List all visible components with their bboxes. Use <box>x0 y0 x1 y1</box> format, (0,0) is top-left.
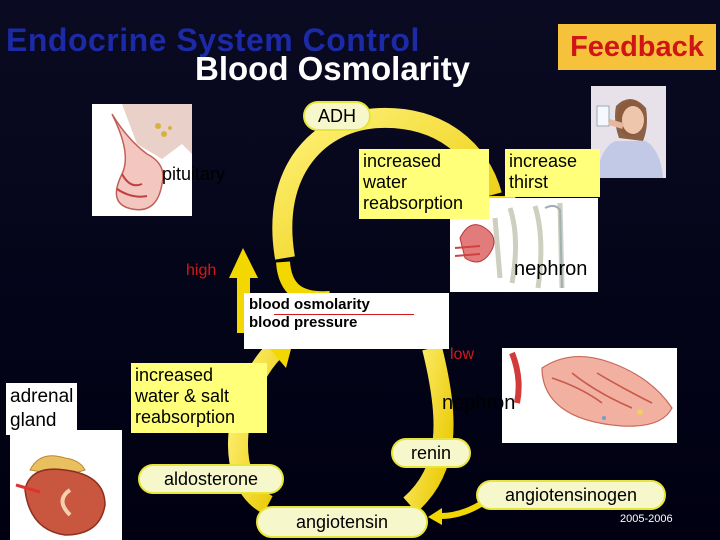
adh-label: ADH <box>303 101 371 131</box>
high-arrowhead <box>229 248 258 278</box>
pituitary-label: pituitary <box>162 164 225 185</box>
angiotensinogen-arrowhead <box>428 508 442 525</box>
center-underline <box>274 314 414 315</box>
increase-thirst-box: increase thirst <box>505 149 600 197</box>
woman-drinking-photo <box>591 86 666 178</box>
slide-title-overlay: Endocrine System Control <box>6 22 420 58</box>
blood-osmolarity-box: blood osmolarity blood pressure <box>244 293 449 349</box>
low-label: low <box>450 346 475 363</box>
water-reabsorption-box: increased water reabsorption <box>359 149 489 219</box>
high-label: high <box>186 262 217 279</box>
nephron-bottom-label: nephron <box>442 392 516 414</box>
pituitary-illustration <box>92 104 192 216</box>
kidney-nephron-illustration <box>502 348 677 443</box>
year-footer: 2005-2006 <box>620 513 673 525</box>
slide-title: Blood Osmolarity <box>195 50 471 87</box>
nephron-top-label: nephron <box>514 258 588 280</box>
adrenal-gland-label: adrenal gland <box>6 383 78 435</box>
adrenal-kidney-illustration <box>10 430 122 540</box>
blood-osmolarity-text: blood osmolarity <box>249 296 370 313</box>
blood-pressure-text: blood pressure <box>249 314 358 331</box>
aldosterone-label: aldosterone <box>138 464 284 494</box>
pituitary-label-text: pituitary <box>162 164 226 184</box>
lower-loop-arrow <box>403 345 454 513</box>
angiotensinogen-label: angiotensinogen <box>476 480 666 510</box>
feedback-badge: Feedback <box>558 24 716 70</box>
renin-label: renin <box>391 438 471 468</box>
salt-reabsorption-box: increased water & salt reabsorption <box>131 363 267 433</box>
angiotensin-label: angiotensin <box>256 506 428 538</box>
